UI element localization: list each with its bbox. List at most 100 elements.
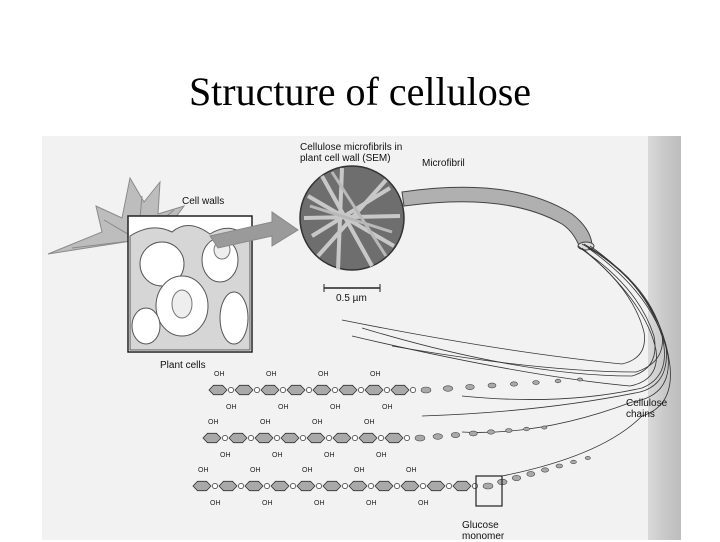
chain-tail-unit xyxy=(554,378,562,384)
glycosidic-oxygen xyxy=(368,483,374,489)
glucose-monomer-box xyxy=(475,475,503,507)
hydroxyl-label: OH xyxy=(278,404,289,411)
glycosidic-oxygen xyxy=(212,483,218,489)
glucose-ring xyxy=(348,480,368,492)
hydroxyl-label: OH xyxy=(260,419,271,426)
glycosidic-oxygen xyxy=(410,387,416,393)
chain-tail-unit xyxy=(541,467,549,473)
hydroxyl-label: OH xyxy=(376,452,387,459)
glycosidic-oxygen xyxy=(222,435,228,441)
glucose-ring xyxy=(390,384,410,396)
diagram-art: OH OH OH OH OH OH OH OH OH OH OH OH OH OH OH OH OH OH OH OH… xyxy=(47,165,671,507)
glycosidic-oxygen xyxy=(378,435,384,441)
glucose-ring xyxy=(426,480,446,492)
hydroxyl-label: OH xyxy=(354,467,365,474)
chain-tail-unit xyxy=(584,456,591,460)
glycosidic-oxygen xyxy=(248,435,254,441)
glycosidic-oxygen xyxy=(306,387,312,393)
microfibrils-sem-label: Cellulose microfibrils in plant cell wal… xyxy=(300,142,403,164)
cell-walls-label: Cell walls xyxy=(182,196,225,207)
scan-edge xyxy=(648,136,681,540)
hydroxyl-label: OH xyxy=(226,404,237,411)
hydroxyl-label: OH xyxy=(406,467,417,474)
hydroxyl-label: OH xyxy=(318,371,329,378)
hydroxyl-label: OH xyxy=(324,452,335,459)
glucose-ring xyxy=(254,432,274,444)
glucose-ring xyxy=(322,480,342,492)
glucose-chains: OH OH OH OH OH OH OH OH OH OH OH OH OH OH OH OH OH OH OH OH… xyxy=(192,371,591,507)
hydroxyl-label: OH xyxy=(302,467,313,474)
chain-tail-unit xyxy=(465,384,475,390)
chain-tail-unit xyxy=(505,428,513,433)
zoom-arrow xyxy=(209,211,299,249)
glycosidic-oxygen xyxy=(238,483,244,489)
glycosidic-oxygen xyxy=(264,483,270,489)
glycosidic-oxygen xyxy=(274,435,280,441)
cellulose-diagram: OH OH OH OH OH OH OH OH OH OH OH OH OH OH OH OH OH OH OH OH… xyxy=(42,136,681,542)
glycosidic-oxygen xyxy=(280,387,286,393)
glycosidic-oxygen xyxy=(394,483,400,489)
chain-tail-unit xyxy=(577,377,583,382)
chain-tail-unit xyxy=(526,471,536,477)
chain-tail-unit xyxy=(450,432,461,438)
hydroxyl-label: OH xyxy=(370,371,381,378)
glycosidic-oxygen xyxy=(384,387,390,393)
glucose-ring xyxy=(244,480,264,492)
hydroxyl-label: OH xyxy=(364,419,375,426)
glucose-ring xyxy=(364,384,384,396)
chain-tail-unit xyxy=(541,425,548,430)
glycosidic-oxygen xyxy=(332,387,338,393)
glucose-ring xyxy=(400,480,420,492)
slide-title: Structure of cellulose xyxy=(188,69,532,114)
hydroxyl-label: OH xyxy=(214,371,225,378)
glucose-ring xyxy=(358,432,378,444)
glycosidic-oxygen xyxy=(254,387,260,393)
glucose-ring xyxy=(208,384,228,396)
glycosidic-oxygen xyxy=(404,435,410,441)
plant-cells-label: Plant cells xyxy=(160,360,206,371)
hydroxyl-label: OH xyxy=(366,500,377,507)
hydroxyl-label: OH xyxy=(314,500,325,507)
scale-bar-label: 0.5 µm xyxy=(336,293,367,304)
chain-tail-unit xyxy=(420,386,432,394)
glycosidic-oxygen xyxy=(472,483,478,489)
glucose-ring xyxy=(312,384,332,396)
chain-tail-unit xyxy=(510,381,518,387)
glycosidic-oxygen xyxy=(228,387,234,393)
chain-tail-unit xyxy=(532,380,540,385)
chain-tail-unit xyxy=(414,434,426,442)
chain-tail-unit xyxy=(442,385,453,392)
glycosidic-oxygen xyxy=(326,435,332,441)
glucose-ring xyxy=(452,480,472,492)
glucose-ring xyxy=(306,432,326,444)
microfibril-rod xyxy=(401,186,595,251)
hydroxyl-label: OH xyxy=(210,500,221,507)
chain-tail-unit xyxy=(555,463,563,469)
glucose-ring xyxy=(202,432,222,444)
glucose-ring xyxy=(218,480,238,492)
glycosidic-oxygen xyxy=(300,435,306,441)
cellulose-strands xyxy=(341,243,671,477)
glycosidic-oxygen xyxy=(358,387,364,393)
glucose-ring xyxy=(260,384,280,396)
chain-tail-unit xyxy=(487,382,497,389)
microfibril-label: Microfibril xyxy=(422,158,465,169)
chain-tail-unit xyxy=(523,426,530,432)
glycosidic-oxygen xyxy=(290,483,296,489)
glycosidic-oxygen xyxy=(342,483,348,489)
glucose-ring xyxy=(384,432,404,444)
hydroxyl-label: OH xyxy=(262,500,273,507)
chain-tail-unit xyxy=(511,475,522,481)
glucose-ring xyxy=(332,432,352,444)
hydroxyl-label: OH xyxy=(198,467,209,474)
hydroxyl-label: OH xyxy=(266,371,277,378)
glucose-ring xyxy=(296,480,316,492)
chain-tail-unit xyxy=(570,459,577,465)
glucose-ring xyxy=(338,384,358,396)
chain-tail-unit xyxy=(482,482,494,490)
glucose-monomer-label: Glucose monomer xyxy=(462,520,505,542)
hydroxyl-label: OH xyxy=(418,500,429,507)
chain-tail-unit xyxy=(487,429,495,435)
hydroxyl-label: OH xyxy=(208,419,219,426)
glycosidic-oxygen xyxy=(420,483,426,489)
